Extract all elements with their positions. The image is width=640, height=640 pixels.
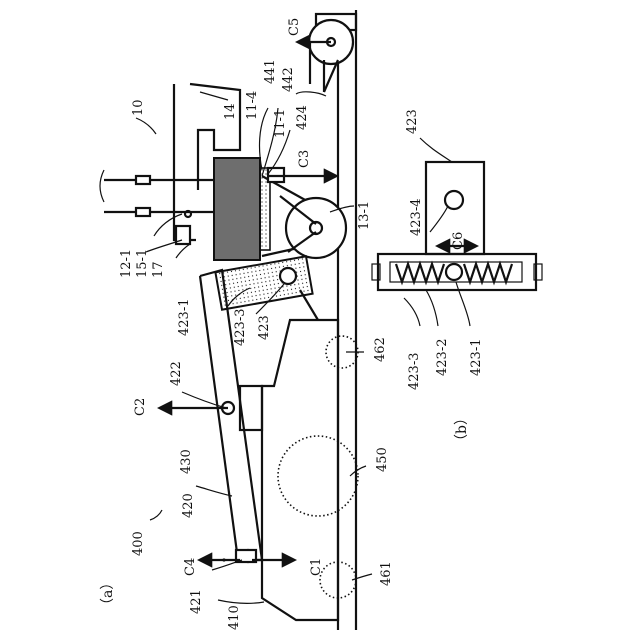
label-430: 430 <box>179 449 194 474</box>
label-461: 461 <box>379 561 394 586</box>
label-b-423: 423 <box>405 109 420 134</box>
block-11-4 <box>214 158 270 260</box>
label-17: 17 <box>151 261 166 278</box>
label-13-1: 13-1 <box>357 201 372 230</box>
label-442: 442 <box>281 67 296 92</box>
label-11-1: 11-1 <box>273 109 288 138</box>
label-400: 400 <box>131 531 146 556</box>
roller-c5 <box>309 14 356 92</box>
view-b: 423 423-4 C6 423-3 423-2 423-1 （b） <box>372 109 542 448</box>
body-410 <box>240 320 358 620</box>
labels-a: （a） 400 421 C4 410 C1 461 420 430 450 C2… <box>100 18 394 630</box>
label-b-423-1: 423-1 <box>469 339 484 376</box>
label-a: （a） <box>100 576 116 612</box>
boom-420 <box>200 270 262 562</box>
label-423-3: 423-3 <box>233 309 248 346</box>
slider-423 <box>215 256 312 309</box>
label-c5: C5 <box>287 18 302 36</box>
arm-11-1 <box>262 168 346 258</box>
label-12-1: 12-1 <box>119 249 134 278</box>
label-c1: C1 <box>309 558 324 576</box>
label-422: 422 <box>169 361 184 386</box>
label-420: 420 <box>181 493 196 518</box>
label-b-423-4: 423-4 <box>409 199 424 236</box>
label-11-4: 11-4 <box>245 91 260 120</box>
label-c2: C2 <box>133 398 148 416</box>
label-424: 424 <box>295 105 310 130</box>
label-c3: C3 <box>297 150 312 168</box>
label-421: 421 <box>189 589 204 614</box>
label-441: 441 <box>263 59 278 84</box>
label-462: 462 <box>373 337 388 362</box>
label-b-423-3: 423-3 <box>407 353 422 390</box>
label-14: 14 <box>223 103 238 120</box>
label-10: 10 <box>131 99 146 116</box>
label-b-423-2: 423-2 <box>435 339 450 376</box>
label-423: 423 <box>257 315 272 340</box>
view-a: （a） 400 421 C4 410 C1 461 420 430 450 C2… <box>100 10 394 630</box>
label-c4: C4 <box>183 558 198 576</box>
label-410: 410 <box>227 605 242 630</box>
label-b: （b） <box>454 411 470 448</box>
label-c6: C6 <box>451 232 466 250</box>
label-450: 450 <box>375 447 390 472</box>
label-15-1: 15-1 <box>135 249 150 278</box>
label-423-1: 423-1 <box>177 299 192 336</box>
